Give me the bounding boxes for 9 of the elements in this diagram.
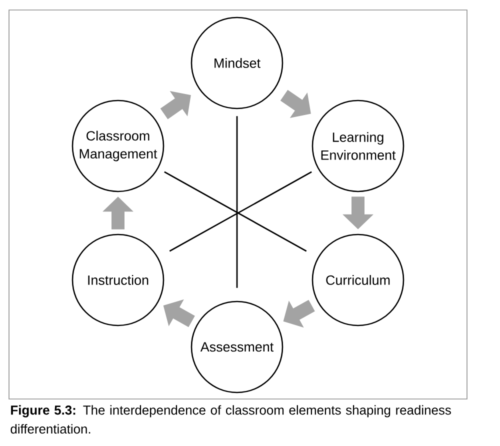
circle-node: Learning Environment xyxy=(312,100,404,192)
connector-line xyxy=(236,116,238,288)
circle-node: Instruction xyxy=(72,234,164,326)
circle-node: Mindset xyxy=(190,16,284,110)
block-arrow xyxy=(160,91,191,120)
figure-caption: Figure 5.3: The interdependence of classroom elements shaping readiness differentiation. xyxy=(10,405,451,434)
circle-node: Curriculum xyxy=(312,234,404,326)
circle-node: Classroom Management xyxy=(72,100,164,192)
circle-node: Assessment xyxy=(190,300,284,394)
